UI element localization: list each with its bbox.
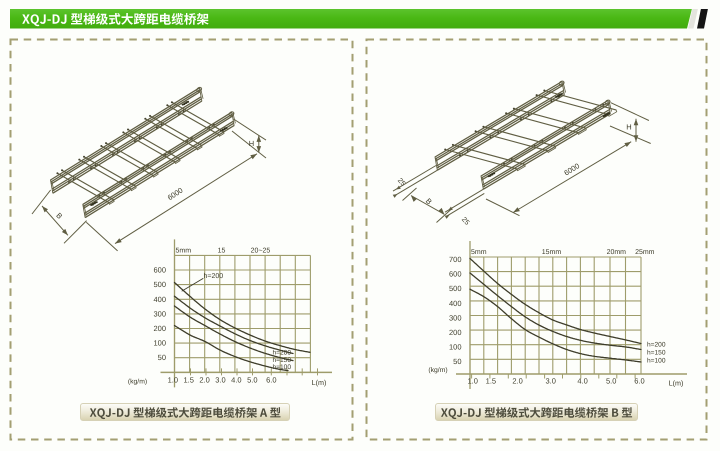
svg-text:25mm: 25mm [635,249,655,256]
svg-text:H: H [249,139,254,148]
svg-text:600: 600 [153,266,166,275]
svg-text:h=150: h=150 [273,357,292,364]
svg-text:50: 50 [453,357,461,366]
svg-text:400: 400 [153,295,166,304]
svg-text:20mm: 20mm [607,249,627,256]
svg-text:50: 50 [158,353,166,362]
svg-text:300: 300 [449,313,462,322]
svg-text:B: B [424,196,434,206]
svg-text:3.0: 3.0 [545,377,555,386]
svg-text:25: 25 [396,177,407,188]
svg-text:1.5: 1.5 [183,376,193,385]
svg-text:1.0: 1.0 [168,376,178,385]
svg-text:25: 25 [460,216,471,227]
svg-text:15: 15 [218,247,226,254]
svg-text:h=200: h=200 [273,349,292,356]
svg-text:500: 500 [153,280,166,289]
svg-text:5.0: 5.0 [247,376,257,385]
svg-text:200: 200 [153,324,166,333]
svg-text:20~25: 20~25 [251,247,271,254]
svg-text:h=200: h=200 [204,272,224,280]
svg-text:100: 100 [153,339,166,348]
svg-text:500: 500 [449,284,462,293]
svg-text:6.0: 6.0 [634,377,644,386]
svg-text:6.0: 6.0 [266,376,276,385]
svg-text:5.0: 5.0 [606,377,616,386]
svg-text:H: H [626,123,631,132]
svg-text:h=150: h=150 [647,350,666,357]
svg-text:100: 100 [449,343,462,352]
svg-text:(kg/m): (kg/m) [128,379,147,386]
svg-text:15mm: 15mm [542,249,562,256]
svg-text:h=100: h=100 [647,358,666,365]
svg-text:2.0: 2.0 [512,377,522,386]
svg-text:300: 300 [153,309,166,318]
svg-text:2.0: 2.0 [199,376,209,385]
svg-text:3.0: 3.0 [215,376,225,385]
svg-text:6000: 6000 [562,161,581,177]
svg-text:400: 400 [449,299,462,308]
svg-text:1.5: 1.5 [486,377,496,386]
svg-text:6000: 6000 [166,186,185,203]
svg-text:5mm: 5mm [176,247,192,254]
svg-text:(kg/m): (kg/m) [428,367,447,374]
svg-text:700: 700 [449,255,462,264]
svg-text:h=200: h=200 [647,342,666,349]
svg-text:4.0: 4.0 [577,377,587,386]
svg-text:5mm: 5mm [471,249,487,256]
svg-text:h=100: h=100 [273,364,292,371]
svg-text:4.0: 4.0 [231,376,241,385]
svg-text:600: 600 [449,270,462,279]
svg-text:L(m): L(m) [312,378,327,387]
svg-text:200: 200 [449,328,462,337]
svg-text:1.0: 1.0 [467,377,477,386]
svg-text:B: B [54,211,64,221]
svg-text:L(m): L(m) [669,379,684,388]
